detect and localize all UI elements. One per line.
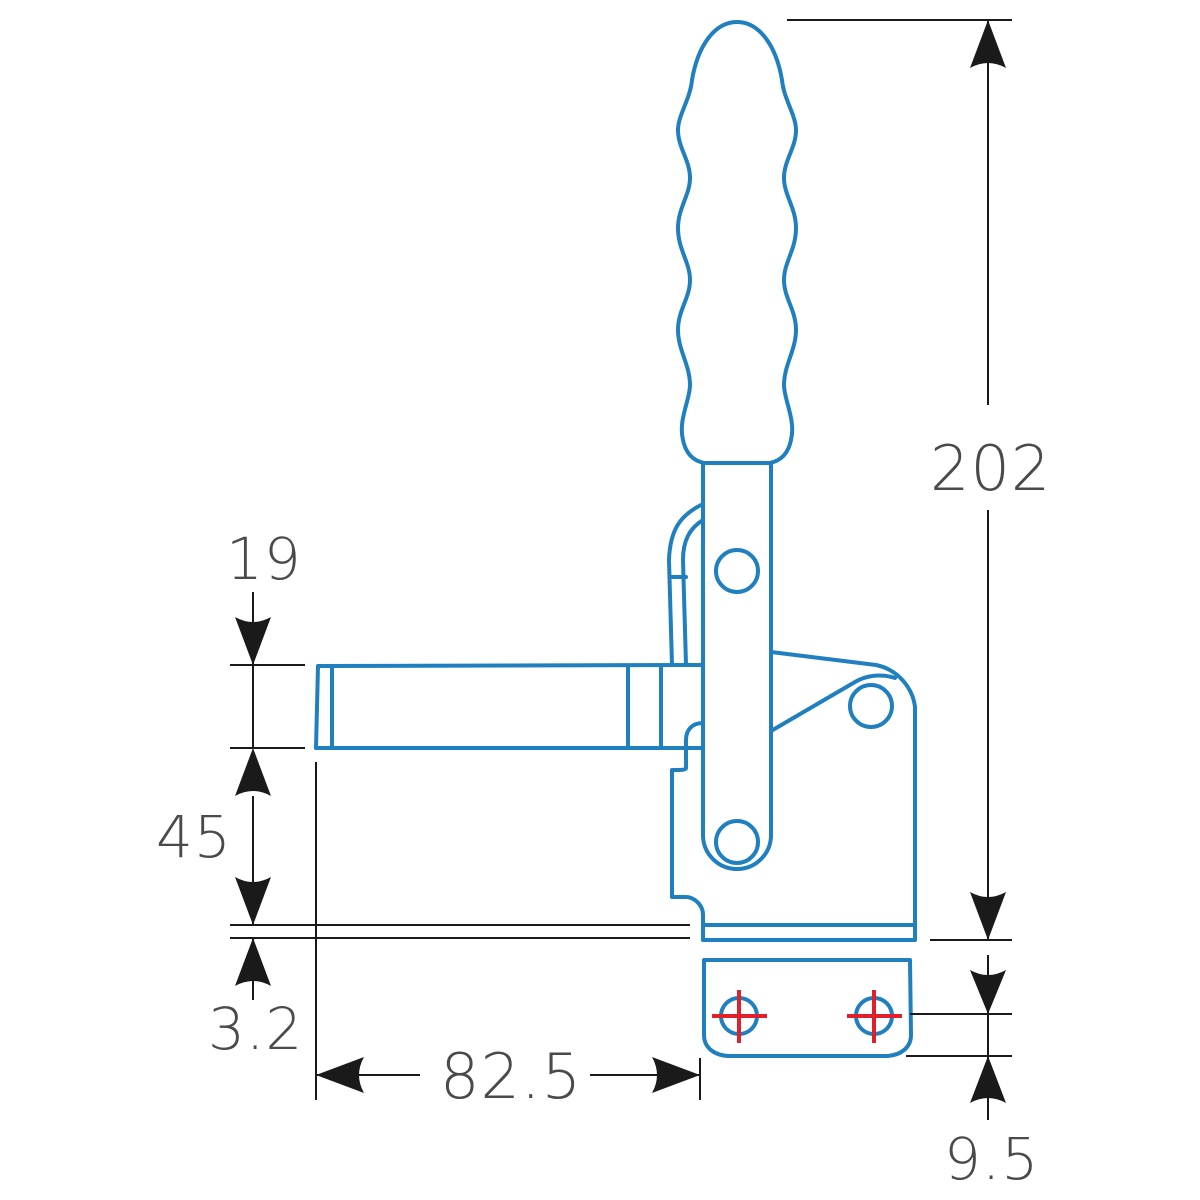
pivot-pin-upper [714,548,760,594]
label-bar-to-base: 45 [156,803,232,871]
base-body [701,650,917,942]
handle-grip [676,20,798,465]
label-overall-height: 202 [930,432,1052,505]
dim-horizontal-reach [316,1057,701,1100]
label-hole-offset: 9.5 [944,1125,1040,1193]
label-bar-height: 19 [226,525,302,593]
pivot-pin-body [848,683,894,729]
link-arm [667,502,705,667]
label-base-thickness: 3.2 [208,995,304,1063]
label-horizontal-reach: 82.5 [440,1040,583,1113]
dim-bar-to-base [230,762,690,1100]
dim-overall-height [787,19,1012,941]
crosshair-right [847,990,902,1043]
mounting-flange [702,958,913,1058]
spindle-bar [314,663,705,750]
crosshair-left [712,990,767,1043]
dim-bar-height [230,592,305,796]
pivot-pin-lower [714,819,760,865]
dim-hole-offset [906,955,1012,1120]
dim-base-thickness [235,938,271,1000]
handle-lever [701,461,773,871]
